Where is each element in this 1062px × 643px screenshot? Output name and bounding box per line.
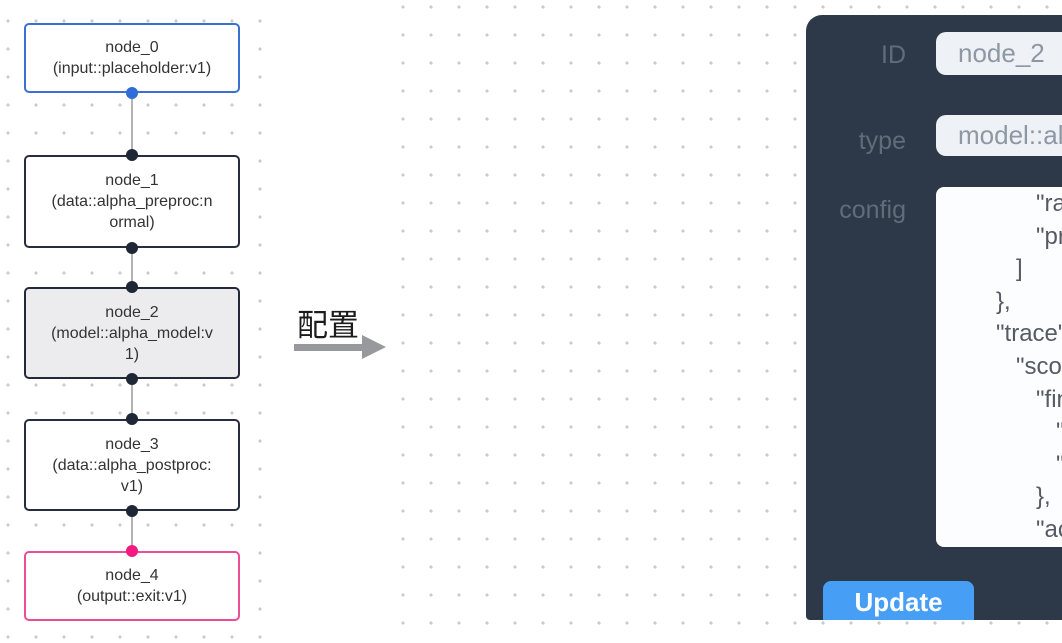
flow-node-node_0[interactable]: node_0 (input::placeholder:v1) <box>24 23 240 93</box>
flow-node-node_1[interactable]: node_1 (data::alpha_preproc:normal) <box>24 155 240 248</box>
arrow-right-head-icon <box>362 335 386 359</box>
port-node0-output[interactable] <box>126 87 138 99</box>
flow-node-node_4[interactable]: node_4 (output::exit:v1) <box>24 551 240 621</box>
node-title: node_0 <box>105 39 159 56</box>
code-line: "raw_action", <box>1036 190 1062 217</box>
flow-node-node_3[interactable]: node_3 (data::alpha_postproc:v1) <box>24 419 240 511</box>
code-line: }, <box>936 287 1011 315</box>
port-node3-input[interactable] <box>126 413 138 425</box>
config-canvas: ID node_2 type model::alpha_model:v1 con… <box>396 0 1062 632</box>
code-line: ] <box>936 255 1023 283</box>
code-line: "trace": { <box>996 320 1062 348</box>
code-line: "pred" <box>1036 222 1062 250</box>
arrow-right-icon <box>294 344 364 351</box>
node-subtitle: (model::alpha_model:v1) <box>51 324 213 363</box>
config-label: config <box>839 196 906 224</box>
edge-node2-node3 <box>131 379 133 419</box>
type-value: model::alpha_model:v1 <box>958 120 1062 150</box>
node-subtitle: (data::alpha_postproc:v1) <box>52 456 212 495</box>
id-value: node_2 <box>958 38 1045 68</box>
edge-node0-node1 <box>131 93 133 155</box>
update-button[interactable]: Update <box>823 581 974 620</box>
node-subtitle: (output::exit:v1) <box>76 588 188 605</box>
flow-node-node_2[interactable]: node_2 (model::alpha_model:v1) <box>24 287 240 379</box>
port-node1-output[interactable] <box>126 242 138 254</box>
code-line: "final_layer": { <box>1036 385 1062 413</box>
configure-label: 配置 <box>297 308 359 343</box>
port-node3-output[interactable] <box>126 505 138 517</box>
port-node2-output[interactable] <box>126 373 138 385</box>
edge-node1-node2 <box>131 248 133 287</box>
type-input[interactable]: model::alpha_model:v1 <box>936 115 1062 156</box>
code-line: "module": "pi0", <box>936 416 1062 449</box>
code-line: "action_model": { <box>1036 515 1062 543</box>
type-label: type <box>858 127 906 155</box>
id-input[interactable]: node_2 <box>936 32 1062 75</box>
node-subtitle: (data::alpha_preproc:normal) <box>51 193 213 231</box>
node-title: node_2 <box>105 303 159 321</box>
port-node2-input[interactable] <box>126 281 138 293</box>
port-node4-input[interactable] <box>126 545 138 557</box>
code-line: "mark_scope": false <box>936 449 1062 482</box>
node-title: node_4 <box>105 567 159 584</box>
node-title: node_3 <box>105 435 159 453</box>
flow-canvas[interactable]: node_0 (input::placeholder:v1) node_1 (d… <box>0 0 272 643</box>
edge-node3-node4 <box>131 511 133 551</box>
node-title: node_1 <box>105 172 159 189</box>
node-subtitle: (input::placeholder:v1) <box>52 60 212 77</box>
id-label: ID <box>881 41 906 69</box>
config-panel: ID node_2 type model::alpha_model:v1 con… <box>806 15 1062 620</box>
config-textarea[interactable]: "raw_action", "pred" ] }, "trace": { "sc… <box>936 187 1062 547</box>
port-node1-input[interactable] <box>126 149 138 161</box>
code-line: "scopes": { <box>1016 352 1062 380</box>
config-json-code: "raw_action", "pred" ] }, "trace": { "sc… <box>936 188 1062 547</box>
code-line: }, <box>936 483 1051 511</box>
